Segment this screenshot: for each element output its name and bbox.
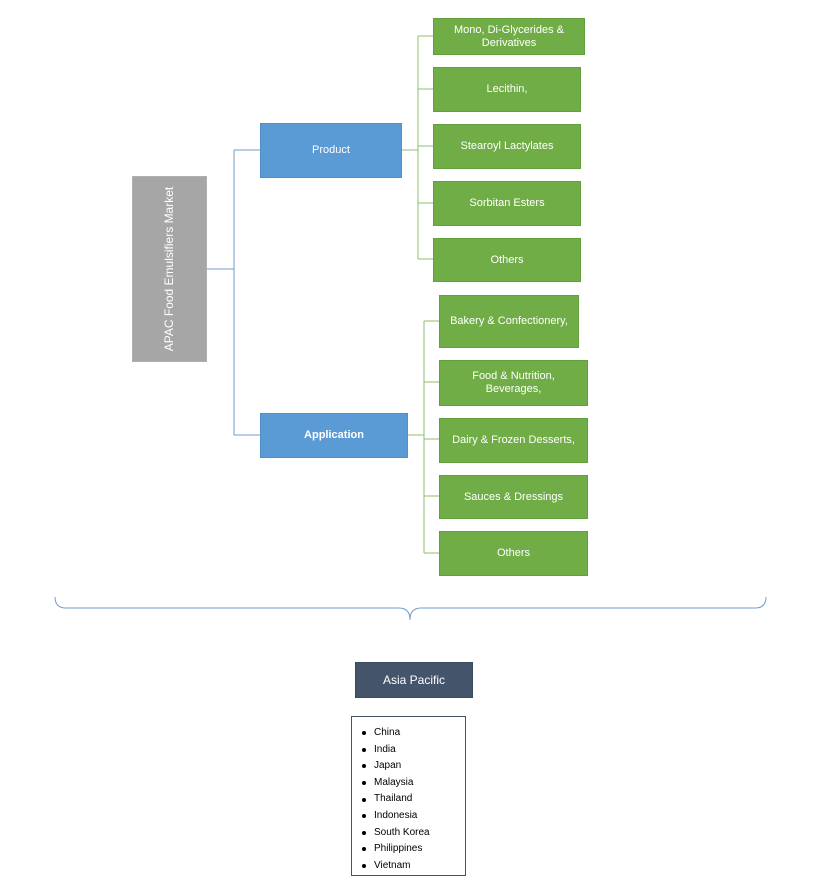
- product-item: Lecithin,: [433, 67, 581, 112]
- segment-application-label: Application: [304, 429, 364, 442]
- bottom-brace: [54, 596, 767, 621]
- segment-product: Product: [260, 123, 402, 178]
- country-item: Indonesia: [362, 808, 465, 825]
- country-item: Malaysia: [362, 775, 465, 792]
- root-connectors: [207, 149, 260, 436]
- bullet-icon: [362, 864, 366, 869]
- product-item-label: Stearoyl Lactylates: [460, 140, 554, 153]
- country-name: Japan: [374, 760, 402, 772]
- country-name: Indonesia: [374, 809, 418, 821]
- segment-application: Application: [260, 413, 408, 458]
- country-list-box: China India Japan Malaysia Thailand Indo…: [351, 716, 466, 876]
- product-item: Mono, Di-Glycerides & Derivatives: [433, 18, 585, 55]
- application-item-label: Bakery & Confectionery,: [450, 315, 568, 328]
- country-list: China India Japan Malaysia Thailand Indo…: [352, 717, 465, 874]
- application-item: Sauces & Dressings: [439, 475, 588, 519]
- market-title: APAC Food Emulsifiers Market: [161, 186, 176, 352]
- country-item: South Korea: [362, 825, 465, 842]
- product-item: Stearoyl Lactylates: [433, 124, 581, 169]
- product-item-label: Others: [490, 253, 524, 266]
- application-item-label: Sauces & Dressings: [463, 490, 564, 503]
- country-item: China: [362, 725, 465, 742]
- country-item: India: [362, 742, 465, 759]
- application-item: Dairy & Frozen Desserts,: [439, 418, 588, 463]
- product-item-label: Mono, Di-Glycerides & Derivatives: [453, 23, 565, 49]
- country-name: India: [374, 743, 396, 755]
- country-item: Japan: [362, 758, 465, 775]
- application-connectors: [408, 320, 439, 554]
- product-item: Sorbitan Esters: [433, 181, 581, 226]
- application-item-label: Others: [496, 547, 530, 560]
- market-root-box: APAC Food Emulsifiers Market: [132, 176, 207, 362]
- application-item: Food & Nutrition, Beverages,: [439, 360, 588, 406]
- product-item: Others: [433, 238, 581, 282]
- bullet-icon: [362, 847, 366, 852]
- country-name: South Korea: [374, 826, 430, 838]
- bullet-icon: [362, 764, 366, 769]
- region-box: Asia Pacific: [355, 662, 473, 698]
- product-item-label: Lecithin,: [486, 83, 528, 96]
- country-name: Vietnam: [374, 859, 411, 871]
- country-item: Philippines: [362, 841, 465, 858]
- segment-product-label: Product: [312, 144, 350, 157]
- bullet-icon: [362, 781, 366, 786]
- product-connectors: [402, 35, 433, 260]
- application-item-label: Dairy & Frozen Desserts,: [452, 434, 575, 447]
- country-name: Thailand: [374, 793, 413, 805]
- bullet-icon: [362, 731, 366, 736]
- bullet-icon: [362, 830, 366, 835]
- application-item: Others: [439, 531, 588, 576]
- bullet-icon: [362, 747, 366, 752]
- country-name: China: [374, 727, 401, 738]
- bullet-icon: [362, 814, 366, 819]
- country-item: Thailand: [362, 791, 465, 808]
- country-name: Philippines: [374, 843, 423, 855]
- application-item-label: Food & Nutrition, Beverages,: [472, 370, 555, 395]
- application-item: Bakery & Confectionery,: [439, 295, 579, 348]
- bullet-icon: [362, 797, 366, 802]
- country-item: Vietnam: [362, 858, 465, 875]
- product-item-label: Sorbitan Esters: [469, 197, 545, 210]
- region-label: Asia Pacific: [382, 673, 446, 687]
- country-name: Malaysia: [374, 776, 414, 788]
